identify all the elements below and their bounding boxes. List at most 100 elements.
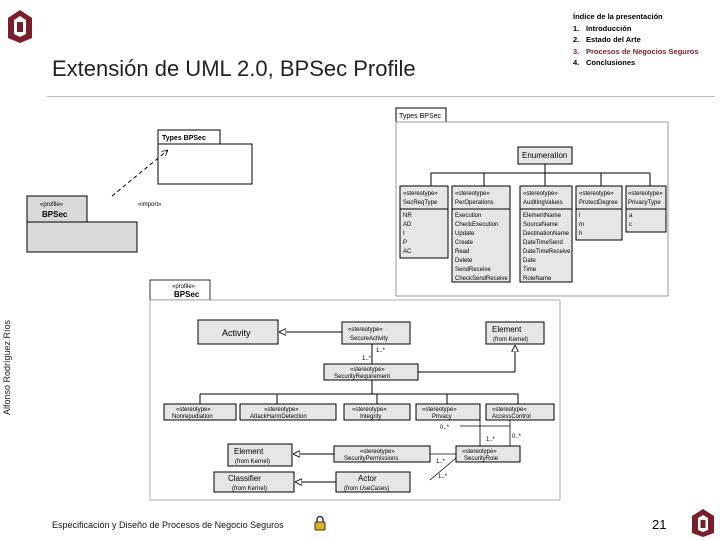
svg-text:DateTimeReceive: DateTimeReceive xyxy=(523,249,571,255)
svg-text:SecurityRole: SecurityRole xyxy=(464,456,499,462)
import-label: «import» xyxy=(138,202,162,208)
university-logo-footer xyxy=(692,509,714,537)
svg-text:Delete: Delete xyxy=(455,258,473,264)
svg-text:Element: Element xyxy=(234,447,264,456)
types-package: Types BPSec xyxy=(157,129,253,185)
svg-text:AC: AC xyxy=(403,249,412,255)
svg-text:(from Kernel): (from Kernel) xyxy=(493,337,528,343)
svg-text:Create: Create xyxy=(455,240,474,246)
svg-text:(from Kernel): (from Kernel) xyxy=(232,486,267,492)
svg-text:Element: Element xyxy=(492,325,522,334)
svg-text:a: a xyxy=(629,213,633,219)
svg-text:SendReceive: SendReceive xyxy=(455,267,491,273)
svg-text:«stereotype»: «stereotype» xyxy=(350,367,385,373)
university-logo xyxy=(8,10,32,43)
svg-text:1..*: 1..* xyxy=(438,474,448,480)
subtype-integrity: «stereotype» Integrity xyxy=(343,403,411,421)
svg-text:«stereotype»: «stereotype» xyxy=(352,407,387,413)
svg-text:(from UseCases): (from UseCases) xyxy=(344,486,389,492)
enum-column-peroperations: «stereotype» PerOperations Execution Che… xyxy=(451,185,511,283)
svg-text:(from Kernel): (from Kernel) xyxy=(235,459,270,465)
svg-text:Read: Read xyxy=(455,249,469,255)
svg-text:«stereotype»: «stereotype» xyxy=(422,407,457,413)
svg-text:ElementName: ElementName xyxy=(523,213,562,219)
svg-text:0..*: 0..* xyxy=(440,425,450,431)
profile-package-stereo: «profile» xyxy=(40,202,64,208)
enum-column-privacytype: «stereotype» PrivacyType a c xyxy=(625,185,667,233)
svg-text:«stereotype»: «stereotype» xyxy=(403,191,438,197)
enumeration-label: Enumeration xyxy=(522,151,567,160)
svg-text:Classifier: Classifier xyxy=(228,474,261,483)
footer-text: Especificación y Diseño de Procesos de N… xyxy=(52,520,284,530)
enum-column-secreqtype: «stereotype» SecReqType NR AD I P AC xyxy=(399,185,449,259)
index-title: Índice de la presentación xyxy=(573,12,663,21)
svg-text:SecurityRequirement: SecurityRequirement xyxy=(334,374,390,380)
svg-text:ProtectDegree: ProtectDegree xyxy=(579,200,618,206)
index-item[interactable]: 1.Introducción xyxy=(573,23,632,33)
svg-text:Privacy: Privacy xyxy=(432,414,452,420)
enumeration-panel-tab: Types BPSec xyxy=(399,113,442,120)
svg-text:l: l xyxy=(579,213,580,219)
profile-package-name: BPSec xyxy=(42,210,68,219)
activity-class xyxy=(197,319,279,345)
svg-text:«stereotype»: «stereotype» xyxy=(462,449,497,455)
secure-activity-stereotype xyxy=(341,321,411,345)
index-item[interactable]: 2.Estado del Arte xyxy=(573,35,641,44)
svg-text:«stereotype»: «stereotype» xyxy=(360,449,395,455)
types-package-tab: Types BPSec xyxy=(162,135,206,142)
svg-text:Execution: Execution xyxy=(455,213,481,219)
enum-column-auditingvalues: «stereotype» AuditingValues ElementName … xyxy=(519,185,573,283)
svg-text:c: c xyxy=(629,222,632,228)
import-dependency xyxy=(111,150,168,197)
profile-package: «profile» BPSec xyxy=(26,195,138,253)
lock-icon xyxy=(314,515,326,531)
profile-panel: «profile» BPSec Activity «stereotype» Se… xyxy=(149,279,561,501)
svg-text:1..*: 1..* xyxy=(362,356,372,362)
svg-text:BPSec: BPSec xyxy=(174,290,200,299)
element-class-bottom xyxy=(227,443,293,467)
svg-text:SecureActivity: SecureActivity xyxy=(350,336,388,342)
svg-text:Integrity: Integrity xyxy=(360,414,381,420)
svg-text:PerOperations: PerOperations xyxy=(455,200,494,206)
svg-text:«stereotype»: «stereotype» xyxy=(628,191,663,197)
svg-text:RoleName: RoleName xyxy=(523,276,552,282)
svg-text:CheckSendReceive: CheckSendReceive xyxy=(455,276,508,282)
svg-text:DestinationName: DestinationName xyxy=(523,231,570,237)
svg-text:AuditingValues: AuditingValues xyxy=(523,200,563,206)
svg-text:1..*: 1..* xyxy=(436,459,446,465)
svg-text:m: m xyxy=(579,222,584,228)
svg-text:P: P xyxy=(403,240,407,246)
svg-text:AD: AD xyxy=(403,222,412,228)
enum-column-protectdegree: «stereotype» ProtectDegree l m h xyxy=(575,185,623,241)
page-title: Extensión de UML 2.0, BPSec Profile xyxy=(52,56,416,81)
svg-text:CheckExecution: CheckExecution xyxy=(455,222,498,228)
svg-text:«profile»: «profile» xyxy=(172,284,196,290)
svg-text:Update: Update xyxy=(455,231,475,237)
svg-text:«stereotype»: «stereotype» xyxy=(348,327,383,333)
svg-text:Nonrepudiation: Nonrepudiation xyxy=(172,414,213,420)
svg-text:«stereotype»: «stereotype» xyxy=(492,407,527,413)
page-number: 21 xyxy=(652,517,667,532)
svg-text:1..*: 1..* xyxy=(486,437,496,443)
subtype-accesscontrol: «stereotype» AccessControl xyxy=(485,403,555,421)
svg-text:Time: Time xyxy=(523,267,537,273)
svg-text:PrivacyType: PrivacyType xyxy=(628,200,661,206)
presentation-index: Índice de la presentación 1.Introducción… xyxy=(573,11,699,69)
svg-text:SecurityPermissions: SecurityPermissions xyxy=(344,456,398,462)
enumeration-panel: Types BPSec Enumeration «stereotype» Sec… xyxy=(395,107,669,297)
index-item-current[interactable]: 3.Procesos de Negocios Seguros xyxy=(573,46,699,56)
svg-text:«stereotype»: «stereotype» xyxy=(455,191,490,197)
svg-text:DateTimeSend: DateTimeSend xyxy=(523,240,563,246)
svg-text:SecReqType: SecReqType xyxy=(403,200,438,206)
svg-text:«stereotype»: «stereotype» xyxy=(579,191,614,197)
svg-text:«stereotype»: «stereotype» xyxy=(523,191,558,197)
svg-text:SourceName: SourceName xyxy=(523,222,559,228)
svg-text:h: h xyxy=(579,231,582,237)
svg-text:Actor: Actor xyxy=(358,474,377,483)
svg-text:1..*: 1..* xyxy=(376,348,386,354)
header-rule xyxy=(47,96,715,97)
svg-text:NR: NR xyxy=(403,213,412,219)
svg-text:Activity: Activity xyxy=(222,328,251,338)
index-item[interactable]: 4.Conclusiones xyxy=(573,58,636,67)
